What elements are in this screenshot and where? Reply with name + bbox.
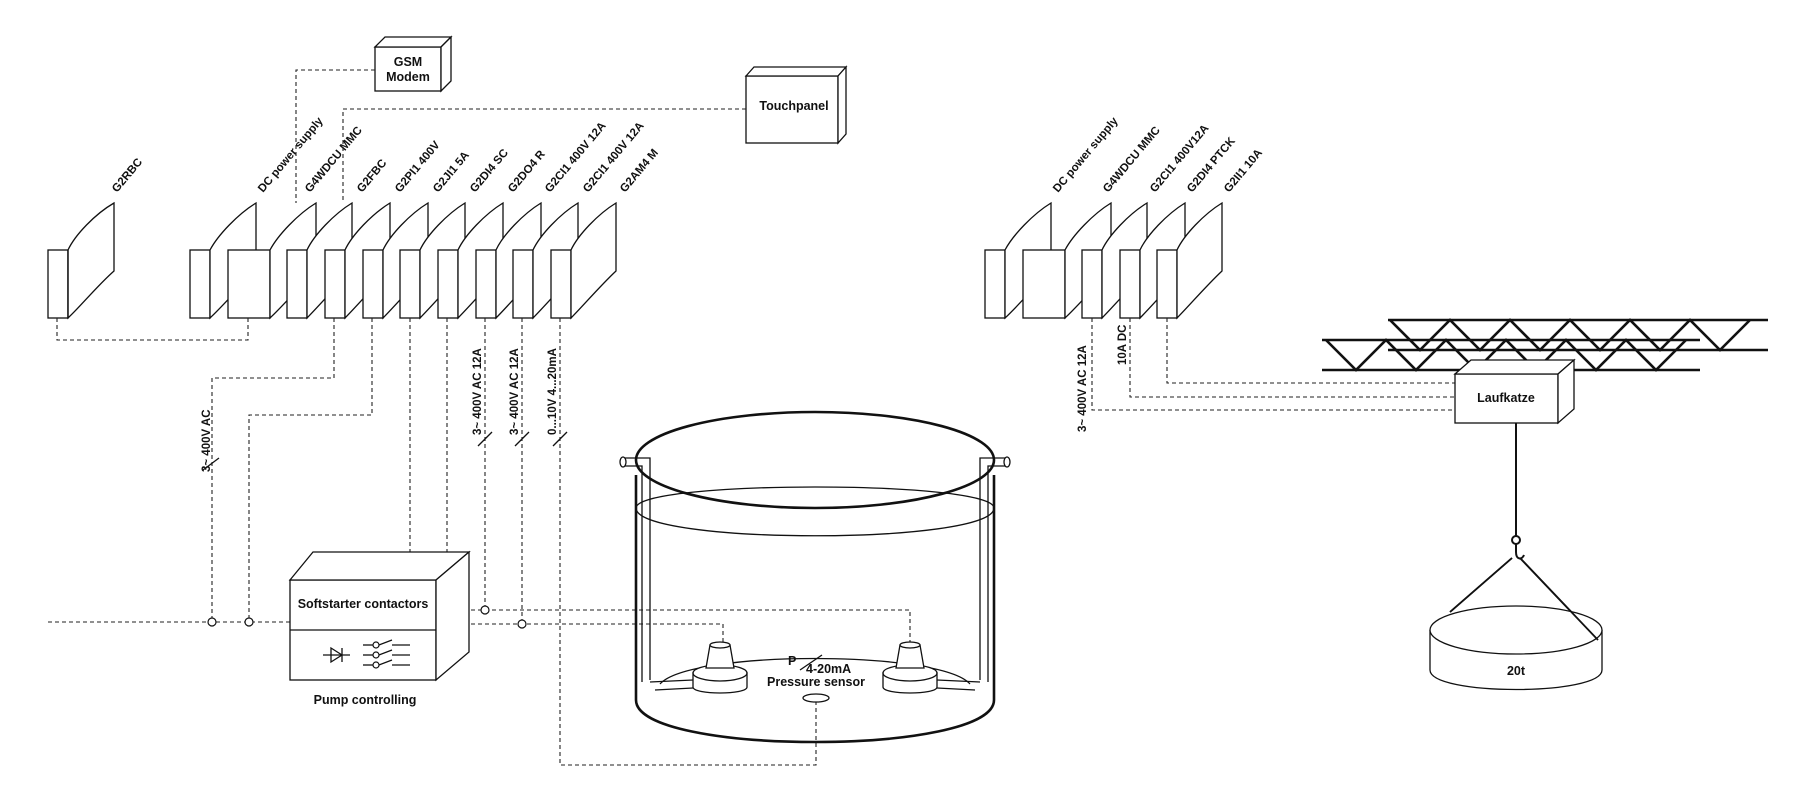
weight-label: 20t — [1507, 664, 1526, 678]
right-dashed-wiring — [1091, 318, 1455, 411]
label-g2ii1: G2II1 10A — [1222, 147, 1265, 195]
label-g2ji1: G2JI1 5A — [431, 149, 472, 194]
dashed-wiring-bottom — [48, 318, 911, 766]
label-g2di4-sc: G2DI4 SC — [468, 147, 511, 195]
gsm-modem-box: GSM Modem — [373, 35, 453, 93]
pressure-sensor-disc — [802, 693, 830, 703]
label-g2am4-m: G2AM4 M — [618, 147, 661, 195]
wire-label-ci-1: 3~ 400V AC 12A — [472, 348, 484, 435]
wire-label-ci-2: 3~ 400V AC 12A — [509, 348, 521, 435]
gsm-label-line2: Modem — [386, 70, 430, 84]
right-rack — [984, 201, 1223, 320]
left-pump — [649, 641, 748, 694]
softstarter-box: Softstarter contactors — [288, 550, 471, 682]
weight-20t: 20t — [1429, 557, 1603, 691]
water-tank: P 4-20mA Pressure sensor — [619, 410, 1011, 744]
left-rack: G2RBC DC power suppl — [47, 115, 661, 320]
label-g2rbc: G2RBC — [110, 156, 145, 195]
pressure-p-label: P — [788, 654, 796, 668]
wire-label-right-ii: 10A DC — [1117, 325, 1129, 365]
pressure-signal-label: 4-20mA — [806, 662, 851, 676]
label-g2do4-r: G2DO4 R — [506, 148, 548, 195]
softstarter-label: Softstarter contactors — [298, 597, 429, 611]
dashed-wiring-top — [56, 69, 746, 341]
g2rbc-module — [47, 201, 115, 320]
label-g2fbc: G2FBC — [355, 157, 389, 195]
contactor-switch-icon — [363, 639, 410, 669]
pressure-sensor-label: Pressure sensor — [767, 675, 865, 689]
right-pump — [882, 641, 981, 694]
wire-label-supply-left: 3~ 400V AC — [201, 409, 213, 472]
laufkatze-box: Laufkatze — [1453, 358, 1576, 425]
left-rack-modules — [189, 201, 617, 320]
touchpanel-box: Touchpanel — [744, 65, 848, 145]
touchpanel-label: Touchpanel — [759, 99, 828, 113]
wire-label-right-ci: 3~ 400V AC 12A — [1077, 345, 1089, 432]
gsm-label-line1: GSM — [394, 55, 422, 69]
pump-controlling-label: Pump controlling — [314, 693, 417, 707]
laufkatze-label: Laufkatze — [1477, 391, 1535, 405]
diode-icon — [323, 646, 350, 664]
wire-label-am-signal: 0...10V 4...20mA — [547, 348, 559, 435]
